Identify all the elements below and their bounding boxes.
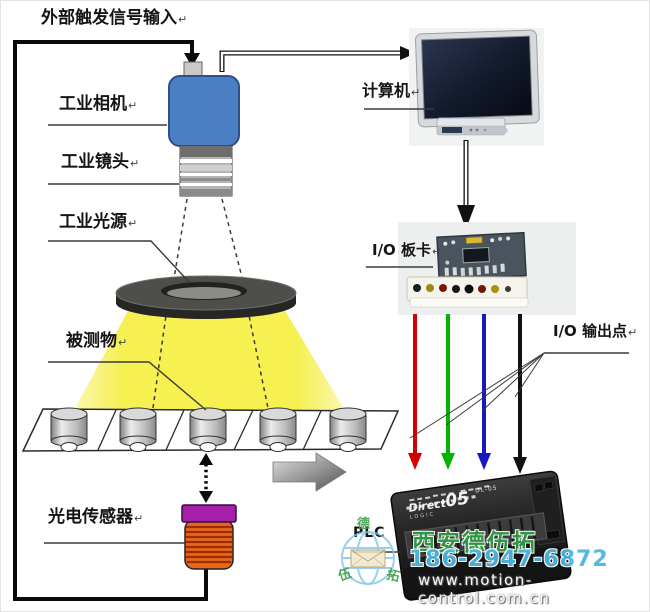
plc-terminal-screws <box>410 516 537 556</box>
object-label-text: 被测物 <box>66 331 117 351</box>
monitor-screen <box>421 35 533 120</box>
trigger-arrow-icon <box>184 53 200 67</box>
io-card-bracket <box>406 276 529 308</box>
workpiece-cylinder <box>50 407 88 452</box>
paragraph-mark: ↵ <box>628 326 638 339</box>
photo-sensor-label: 光电传感器↵ <box>48 507 144 527</box>
io-port-dots <box>413 284 511 294</box>
signal-wire-red <box>408 314 422 470</box>
computer-label-text: 计算机 <box>362 81 411 100</box>
workpiece-cylinder <box>119 407 157 452</box>
sensor-stripes <box>186 525 232 564</box>
photoelectric-sensor <box>181 504 237 570</box>
sensor-detect-arrow-icon <box>199 453 213 503</box>
industrial-lens <box>179 145 233 197</box>
paragraph-mark: ↵ <box>178 13 188 26</box>
io-output-label-text: I/O 输出点 <box>553 322 628 340</box>
object-label-line <box>48 361 207 411</box>
lens-label-text: 工业镜头 <box>61 152 129 172</box>
plc-terminal-marks <box>406 485 490 510</box>
signal-wire-black <box>513 314 527 474</box>
light-cone <box>73 309 346 412</box>
paragraph-mark: ↵ <box>128 217 138 230</box>
computer-monitor <box>409 28 544 146</box>
io-card-label-text: I/O 板卡 <box>372 241 432 259</box>
computer-label: 计算机↵ <box>362 81 421 100</box>
workpiece-cylinders <box>50 407 367 452</box>
io-card-label: I/O 板卡↵ <box>372 241 442 259</box>
object-label: 被测物↵ <box>66 331 128 351</box>
light-label-text: 工业光源 <box>59 212 127 232</box>
photo-sensor-label-text: 光电传感器 <box>48 507 133 527</box>
plc-logo-num: 05 <box>444 488 471 512</box>
paragraph-mark: ↵ <box>134 512 144 525</box>
trigger-input-label: 外部触发信号输入↵ <box>41 8 188 28</box>
computer-to-iocard-arrow <box>457 140 475 229</box>
conveyor-direction-arrow-icon <box>272 452 347 492</box>
paragraph-mark: ↵ <box>432 245 442 258</box>
light-label: 工业光源↵ <box>59 212 138 232</box>
io-output-label: I/O 输出点↵ <box>553 322 638 340</box>
io-output-wires <box>408 314 527 474</box>
iooutput-pointer-lines <box>409 352 545 439</box>
light-label-line <box>48 240 190 283</box>
signal-wire-blue <box>477 314 491 470</box>
plc-label: PLC <box>353 526 385 541</box>
camera-label: 工业相机↵ <box>59 94 138 114</box>
conveyor-dividers <box>97 409 322 451</box>
workpiece-cylinder <box>259 407 297 452</box>
camera-to-computer-arrow <box>219 46 416 72</box>
label-leader-lines <box>44 108 629 553</box>
workpiece-cylinder <box>329 407 367 452</box>
workpiece-cylinder <box>189 407 227 452</box>
sensor-cap <box>181 504 237 523</box>
optical-path-dashed-lines <box>152 198 269 409</box>
io-card <box>398 222 576 315</box>
camera-label-text: 工业相机 <box>59 94 127 114</box>
ring-light <box>115 275 297 319</box>
lens-label: 工业镜头↵ <box>61 152 140 172</box>
paragraph-mark: ↵ <box>118 336 128 349</box>
plc-label-text: PLC <box>353 525 386 541</box>
plc-device <box>390 470 572 601</box>
trigger-loop-line <box>13 40 208 601</box>
mini-pc <box>436 117 506 136</box>
industrial-camera <box>168 75 240 147</box>
paragraph-mark: ↵ <box>130 157 140 170</box>
trigger-input-text: 外部触发信号输入 <box>41 8 177 28</box>
paragraph-mark: ↵ <box>128 99 138 112</box>
paragraph-mark: ↵ <box>411 86 421 99</box>
signal-wire-green <box>441 314 455 470</box>
